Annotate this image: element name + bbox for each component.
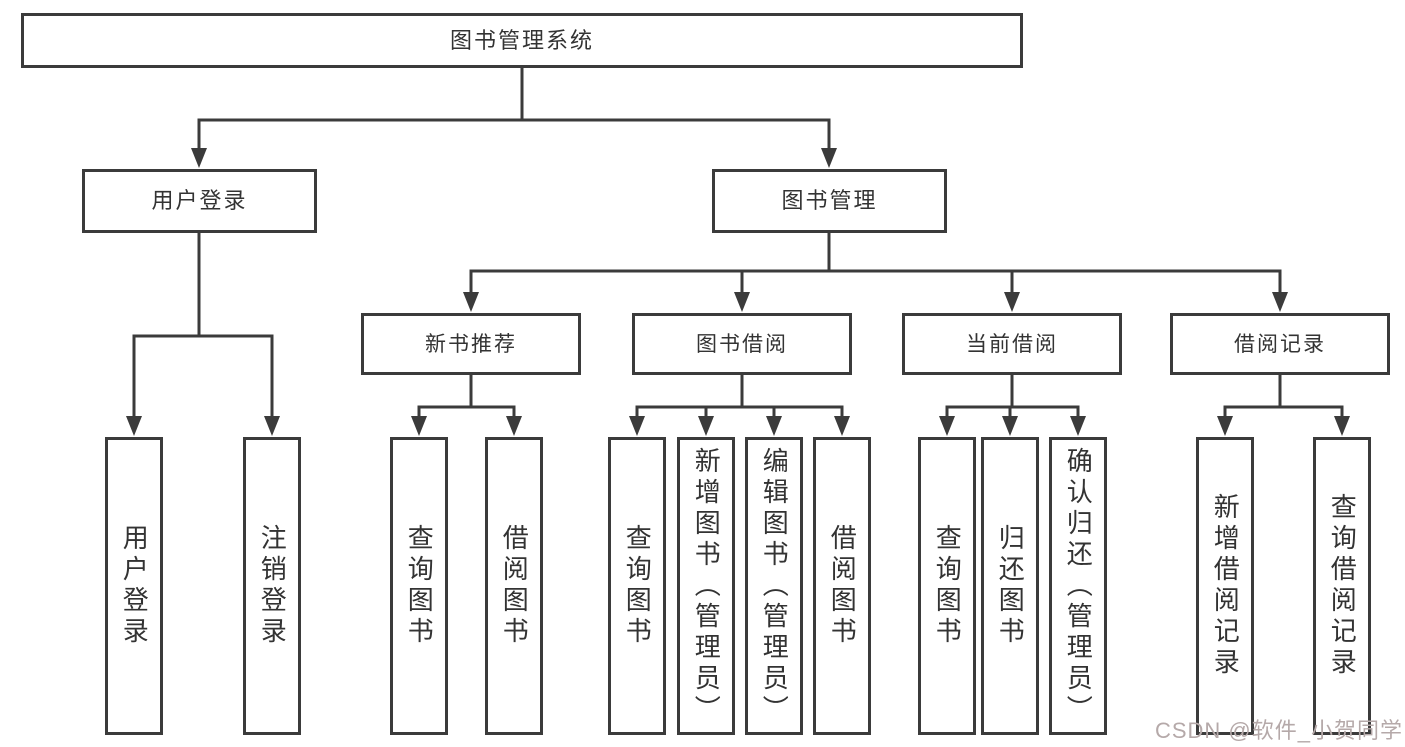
- node-leaf-edit-books-admin: 编辑图书（管理员）: [745, 437, 803, 735]
- node-label: 图书管理系统: [449, 27, 594, 53]
- node-leaf-confirm-return-admin: 确认归还（管理员）: [1049, 437, 1107, 735]
- node-leaf-query-borrow-record: 查询借阅记录: [1313, 437, 1371, 735]
- node-label: 用户登录: [119, 524, 150, 648]
- node-leaf-user-login: 用户登录: [105, 437, 163, 735]
- connector-root-to-level2: [191, 68, 837, 168]
- connector-borrow-records-branch: [1217, 375, 1350, 436]
- node-label: 查询图书: [404, 524, 435, 648]
- node-label: 查询借阅记录: [1327, 493, 1358, 679]
- node-label: 归还图书: [995, 524, 1026, 648]
- node-label: 当前借阅: [966, 332, 1058, 356]
- node-new-book-recommend: 新书推荐: [361, 313, 581, 375]
- node-root-system: 图书管理系统: [21, 13, 1023, 68]
- node-leaf-add-borrow-record: 新增借阅记录: [1196, 437, 1254, 735]
- node-leaf-return-books: 归还图书: [981, 437, 1039, 735]
- node-current-borrow: 当前借阅: [902, 313, 1122, 375]
- node-label: 新增借阅记录: [1210, 493, 1241, 679]
- node-leaf-borrow-books: 借阅图书: [813, 437, 871, 735]
- node-user-login-branch: 用户登录: [82, 169, 317, 233]
- node-book-management-branch: 图书管理: [712, 169, 947, 233]
- node-leaf-borrow-books-recommend: 借阅图书: [485, 437, 543, 735]
- node-borrow-records: 借阅记录: [1170, 313, 1390, 375]
- connector-book-management-branch: [463, 233, 1288, 312]
- node-label: 借阅图书: [827, 524, 858, 648]
- connector-user-login-branch: [126, 233, 280, 436]
- node-label: 查询图书: [622, 524, 653, 648]
- node-label: 用户登录: [151, 188, 248, 213]
- node-leaf-add-books-admin: 新增图书（管理员）: [677, 437, 735, 735]
- watermark: CSDN @软件_小贺同学: [1154, 718, 1403, 743]
- connector-current-borrow-branch: [939, 375, 1086, 436]
- node-leaf-query-books-current: 查询图书: [918, 437, 976, 735]
- connector-book-borrow-branch: [629, 375, 850, 436]
- node-label: 新增图书（管理员）: [691, 446, 722, 726]
- node-label: 图书借阅: [696, 332, 788, 356]
- node-book-borrow: 图书借阅: [632, 313, 852, 375]
- node-label: 查询图书: [932, 524, 963, 648]
- node-label: 注销登录: [257, 524, 288, 648]
- node-leaf-query-books-borrow: 查询图书: [608, 437, 666, 735]
- node-label: 图书管理: [781, 188, 878, 213]
- node-leaf-logout: 注销登录: [243, 437, 301, 735]
- node-label: 借阅记录: [1234, 332, 1326, 356]
- node-leaf-query-books-recommend: 查询图书: [390, 437, 448, 735]
- connector-new-book-branch: [411, 375, 522, 436]
- node-label: 新书推荐: [425, 332, 517, 356]
- node-label: 编辑图书（管理员）: [759, 446, 790, 726]
- node-label: 借阅图书: [499, 524, 530, 648]
- node-label: 确认归还（管理员）: [1063, 446, 1094, 726]
